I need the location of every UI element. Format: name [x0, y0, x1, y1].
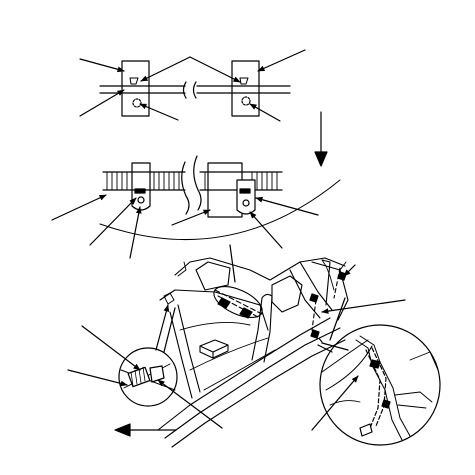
right-circle-detail: [311, 297, 441, 446]
clip-location-markers: [217, 271, 347, 339]
clip-right: [231, 60, 260, 117]
vehicle-body: [157, 257, 349, 448]
leader-line: [67, 369, 128, 387]
leader-line: [189, 56, 241, 83]
harness-routing: [213, 267, 341, 343]
left-arrow-icon: [114, 423, 177, 437]
leader-line: [321, 342, 349, 351]
leader-line: [171, 209, 211, 226]
leader-line: [51, 194, 107, 221]
leader-line: [343, 264, 356, 277]
leader-line: [157, 379, 223, 429]
leader-line: [249, 103, 281, 122]
leader-line: [79, 89, 125, 117]
leader-line: [311, 375, 359, 431]
down-arrow-icon: [314, 111, 328, 167]
harness-clip-detail: [51, 155, 319, 259]
detail-callout-arc: [99, 179, 341, 241]
leader-line: [249, 211, 283, 249]
leader-line: [89, 197, 137, 246]
leader-line: [139, 103, 179, 121]
leader-line: [81, 325, 141, 371]
leader-line: [321, 299, 406, 314]
leader-line: [257, 49, 306, 72]
leader-line: [129, 206, 142, 259]
left-circle-detail: [67, 304, 223, 429]
top-clip-detail: [79, 49, 306, 122]
leader-line: [79, 58, 125, 73]
leader-line: [140, 56, 191, 82]
detail-callout-line: [229, 244, 236, 283]
leader-line: [255, 196, 319, 216]
clip-left: [121, 60, 150, 117]
